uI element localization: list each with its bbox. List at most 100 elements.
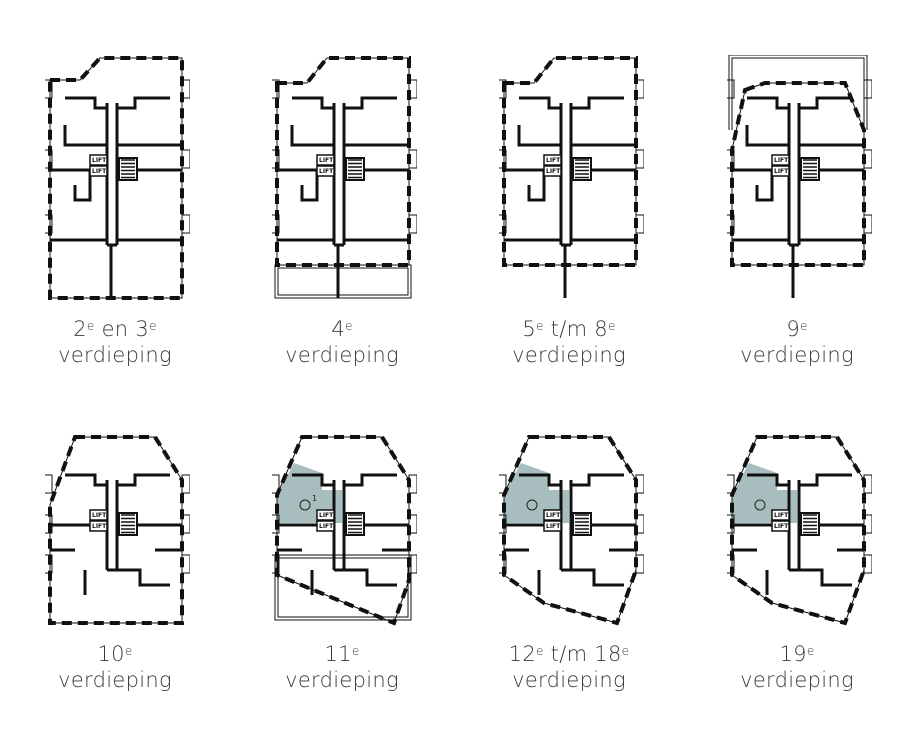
ordinal-suffix: e xyxy=(536,319,544,333)
unit-marker xyxy=(526,499,538,511)
lift-label: LIFT xyxy=(546,168,561,175)
floor-number: 19e xyxy=(687,641,907,667)
interior-walls xyxy=(50,473,182,595)
bay-window xyxy=(635,554,644,574)
stair xyxy=(345,512,365,536)
bay-window xyxy=(272,514,280,534)
bay-window xyxy=(635,514,644,534)
lift-1 xyxy=(771,509,790,521)
bay-window xyxy=(408,214,417,234)
floor-number: 2e en 3e xyxy=(5,316,225,342)
bay-window xyxy=(863,79,872,99)
lift-label: LIFT xyxy=(92,523,107,530)
bay-window xyxy=(408,554,417,574)
bay-window xyxy=(727,149,735,169)
bay-window xyxy=(727,214,735,234)
balcony-inner xyxy=(277,267,409,296)
lift-label: LIFT xyxy=(774,523,789,530)
bay-window xyxy=(272,149,280,169)
ordinal-suffix: e xyxy=(149,319,157,333)
stair xyxy=(118,512,138,536)
bay-window xyxy=(181,554,190,574)
bay-window xyxy=(272,79,280,99)
bay-window xyxy=(272,214,280,234)
ordinal-suffix: e xyxy=(621,644,630,658)
roof-terrace xyxy=(728,55,868,130)
lift-label: LIFT xyxy=(774,157,789,164)
floor-word: verdieping xyxy=(740,343,854,367)
interior-walls xyxy=(277,473,409,595)
facade-windows xyxy=(275,56,411,267)
lift-label: LIFT xyxy=(92,512,107,519)
lift-label: LIFT xyxy=(92,157,107,164)
highlighted-unit xyxy=(732,463,797,523)
bay-window xyxy=(499,149,507,169)
ordinal-suffix: e xyxy=(344,319,353,333)
bay-window xyxy=(45,214,53,234)
floor-number-text: 5 xyxy=(522,317,536,341)
bay-window xyxy=(45,474,53,494)
bay-window xyxy=(863,554,872,574)
lift-1 xyxy=(316,509,335,521)
lift-1 xyxy=(543,509,562,521)
bay-window xyxy=(635,474,644,494)
bay-window xyxy=(499,214,507,234)
floor-number-text: t/m 18 xyxy=(543,642,622,666)
lift-2 xyxy=(543,520,562,532)
interior-walls xyxy=(732,473,864,595)
lift-2 xyxy=(771,520,790,532)
bay-window xyxy=(499,514,507,534)
bay-window xyxy=(45,149,53,169)
floor-plan: LIFT LIFT xyxy=(45,435,190,625)
highlighted-unit xyxy=(504,463,569,523)
floor-number-text: t/m 8 xyxy=(543,317,608,341)
floor-number-text: 10 xyxy=(97,642,125,666)
highlighted-unit xyxy=(277,463,342,523)
bay-window xyxy=(727,514,735,534)
floor-word: verdieping xyxy=(58,668,172,692)
stair xyxy=(345,157,365,181)
bay-window xyxy=(181,214,190,234)
lift-1 xyxy=(316,154,335,166)
lift-2 xyxy=(543,165,562,177)
unit-marker xyxy=(754,499,766,511)
interior-walls xyxy=(50,96,182,298)
lift-1 xyxy=(89,154,108,166)
lift-2 xyxy=(89,520,108,532)
facade-windows xyxy=(48,56,184,300)
facade-windows xyxy=(730,435,866,626)
floor-word: verdieping xyxy=(285,343,399,367)
floor-word: verdieping xyxy=(740,668,854,692)
floor-word: verdieping xyxy=(512,668,626,692)
interior-walls xyxy=(277,96,409,298)
floor-number: 9e xyxy=(687,316,907,342)
ordinal-suffix: e xyxy=(799,319,808,333)
bay-window xyxy=(499,79,507,99)
floor-number-text: 12 xyxy=(508,642,536,666)
bay-window xyxy=(727,474,735,494)
floor-word: verdieping xyxy=(285,668,399,692)
ordinal-suffix: e xyxy=(351,644,360,658)
facade-windows xyxy=(502,56,638,267)
lift-label: LIFT xyxy=(546,512,561,519)
ordinal-suffix: e xyxy=(536,644,544,658)
lift-label: LIFT xyxy=(319,157,334,164)
floor-number: 11e xyxy=(232,641,452,667)
bay-window xyxy=(408,474,417,494)
bay-window xyxy=(408,79,417,99)
bay-window xyxy=(863,149,872,169)
lift-2 xyxy=(316,165,335,177)
bay-window xyxy=(863,514,872,534)
